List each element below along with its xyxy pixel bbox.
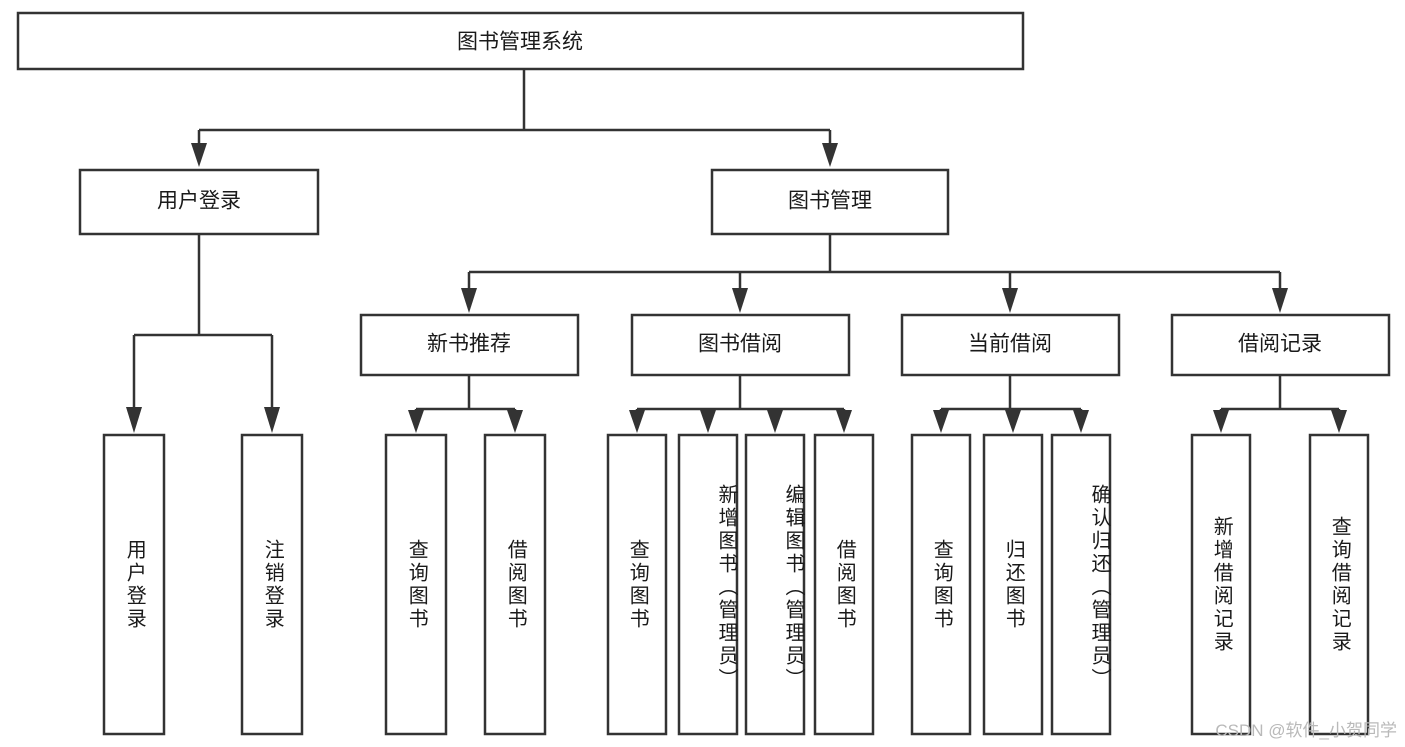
- arrow-head-to-leaf-query-book-3: [933, 410, 949, 433]
- node-leaf-confirm-return-box[interactable]: [1050, 433, 1112, 736]
- node-leaf-user-login-box[interactable]: [102, 433, 166, 736]
- arrow-head-to-current-borrow: [1002, 288, 1018, 313]
- arrow-head-to-user-login: [191, 143, 207, 167]
- node-current-borrow-label: 当前借阅: [968, 333, 1052, 356]
- node-leaf-add-record-box[interactable]: [1190, 433, 1252, 736]
- arrow-head-to-new-book-rec: [461, 288, 477, 313]
- node-book-borrow[interactable]: 图书借阅: [630, 313, 851, 377]
- arrow-head-to-leaf-add-record: [1213, 410, 1229, 433]
- node-current-borrow-box[interactable]: [900, 313, 1121, 377]
- connector-root-to-level1: [197, 69, 832, 144]
- node-book-manage[interactable]: 图书管理: [710, 168, 950, 236]
- connector-group-borrow-record-to-leaves: [1213, 375, 1347, 433]
- connector-borrow-record-to-leaves: [1219, 375, 1341, 414]
- node-root[interactable]: 图书管理系统: [16, 11, 1025, 71]
- node-borrow-record-box[interactable]: [1170, 313, 1391, 377]
- arrow-head-to-leaf-return-book: [1005, 410, 1021, 433]
- node-leaf-user-logout-box[interactable]: [240, 433, 304, 736]
- node-leaf-edit-book-box[interactable]: [744, 433, 806, 736]
- node-borrow-record-label: 借阅记录: [1238, 333, 1322, 356]
- connector-group-new-book-rec-to-leaves: [408, 375, 523, 433]
- arrow-head-to-book-borrow: [732, 288, 748, 313]
- node-root-box[interactable]: [16, 11, 1025, 71]
- arrow-head-to-leaf-borrow-book-1: [507, 410, 523, 433]
- csdn-watermark: CSDN @软件_小贺同学: [1215, 721, 1397, 740]
- node-leaf-query-book-3-box[interactable]: [910, 433, 972, 736]
- node-user-login[interactable]: 用户登录: [78, 168, 320, 236]
- node-leaf-add-book-box[interactable]: [677, 433, 739, 736]
- arrow-head-to-leaf-query-record: [1331, 410, 1347, 433]
- connector-group-root-to-level1: [191, 69, 838, 167]
- connector-book-manage-to-level2: [467, 234, 1282, 289]
- arrow-head-to-borrow-record: [1272, 288, 1288, 313]
- node-book-manage-label: 图书管理: [788, 190, 872, 213]
- node-root-label: 图书管理系统: [457, 31, 583, 54]
- connector-group-user-login-to-leaves: [126, 234, 280, 433]
- node-leaf-query-book-1-box[interactable]: [384, 433, 448, 736]
- node-new-book-rec-box[interactable]: [359, 313, 580, 377]
- connector-group-book-manage-to-level2: [461, 234, 1288, 313]
- arrow-head-to-leaf-query-book-2: [629, 410, 645, 433]
- connector-group-book-borrow-to-leaves: [629, 375, 852, 433]
- node-book-borrow-box[interactable]: [630, 313, 851, 377]
- arrow-head-to-leaf-edit-book: [767, 410, 783, 433]
- node-leaf-borrow-book-1-box[interactable]: [483, 433, 547, 736]
- node-new-book-rec-label: 新书推荐: [427, 333, 511, 356]
- node-book-borrow-label: 图书借阅: [698, 333, 782, 356]
- node-leaf-query-book-2-box[interactable]: [606, 433, 668, 736]
- arrow-head-to-leaf-user-login: [126, 407, 142, 433]
- arrow-head-to-leaf-user-logout: [264, 407, 280, 433]
- arrow-head-to-leaf-confirm-return: [1073, 410, 1089, 433]
- node-user-login-label: 用户登录: [157, 190, 241, 213]
- connector-group-current-borrow-to-leaves: [933, 375, 1089, 433]
- arrow-head-to-leaf-add-book: [700, 410, 716, 433]
- connector-new-book-rec-to-leaves: [414, 375, 517, 414]
- node-book-manage-box[interactable]: [710, 168, 950, 236]
- node-leaf-borrow-book-2-box[interactable]: [813, 433, 875, 736]
- node-borrow-record[interactable]: 借阅记录: [1170, 313, 1391, 377]
- arrow-head-to-leaf-borrow-book-2: [836, 410, 852, 433]
- node-user-login-box[interactable]: [78, 168, 320, 236]
- arrow-head-to-leaf-query-book-1: [408, 410, 424, 433]
- connector-user-login-to-leaves: [132, 234, 274, 408]
- connector-current-borrow-to-leaves: [939, 375, 1083, 414]
- connector-book-borrow-to-leaves: [635, 375, 846, 414]
- node-current-borrow[interactable]: 当前借阅: [900, 313, 1121, 377]
- arrow-head-to-book-manage: [822, 143, 838, 167]
- node-leaf-return-book-box[interactable]: [982, 433, 1044, 736]
- node-leaf-query-record-box[interactable]: [1308, 433, 1370, 736]
- node-new-book-rec[interactable]: 新书推荐: [359, 313, 580, 377]
